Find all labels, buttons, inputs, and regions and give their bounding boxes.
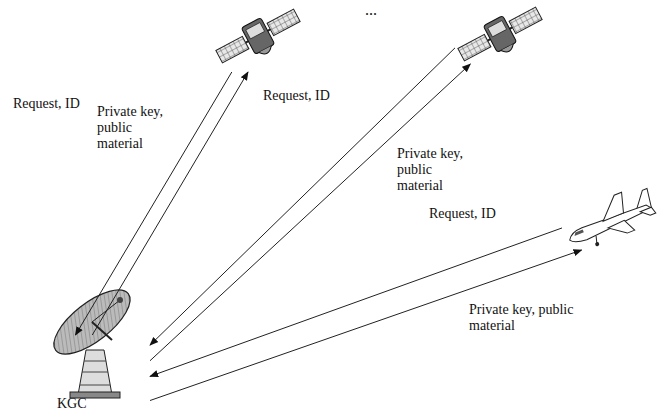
ellipsis-label: ... (364, 2, 378, 18)
satellite-node (212, 2, 302, 72)
arrow-connector (75, 72, 231, 335)
arrow-connector (150, 64, 470, 361)
satellite-node (455, 2, 545, 64)
edge-label: Private key, public material (396, 146, 482, 194)
edge-label: Request, ID (262, 88, 331, 104)
arrow-connector (150, 48, 455, 345)
airplane-icon (560, 183, 660, 255)
edge-label: Private key, public material (96, 104, 178, 152)
kgc-node: KGC (45, 335, 150, 413)
dish-antenna-icon (44, 279, 140, 398)
node-label: KGC (57, 396, 87, 412)
edge-label: Request, ID (428, 206, 497, 222)
arrow-connector (92, 72, 248, 335)
aircraft-node (562, 192, 660, 250)
satellite-icon (454, 0, 548, 72)
satellite-icon (212, 2, 306, 74)
arrow-connector (150, 250, 582, 401)
edge-label: Request, ID (12, 96, 81, 112)
edge-label: Private key, public material (468, 302, 580, 334)
